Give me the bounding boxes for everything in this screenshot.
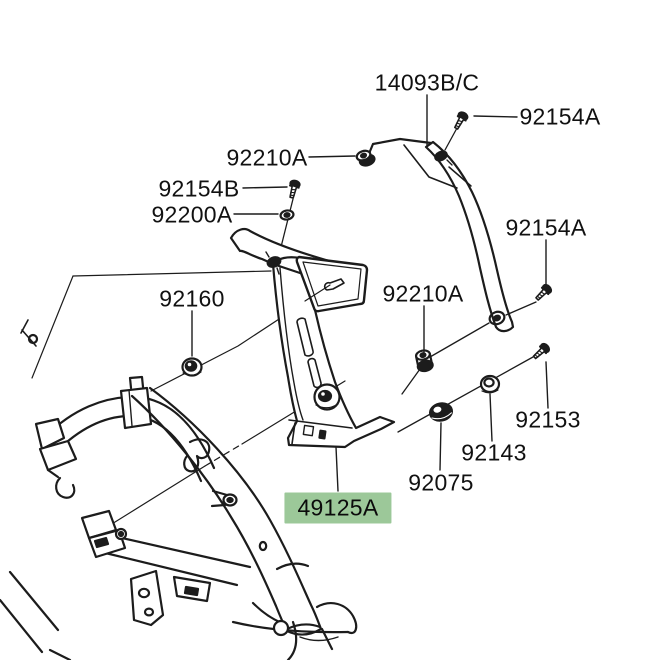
- grommet-92160-icon: [181, 357, 203, 377]
- part-label-92154A-top[interactable]: 92154A: [519, 103, 601, 130]
- screw-92153-icon: [532, 342, 550, 360]
- screw-92154a-top-icon: [454, 111, 469, 130]
- grommet-92210a-mid-icon: [414, 349, 434, 373]
- bracket-49125a-drawing: [229, 227, 396, 449]
- screw-92154a-right-icon: [535, 283, 553, 301]
- part-label-92154A-right[interactable]: 92154A: [505, 214, 587, 241]
- part-label-92154B[interactable]: 92154B: [158, 175, 240, 202]
- part-label-92075[interactable]: 92075: [408, 469, 474, 496]
- nut-92200a-icon: [279, 209, 295, 221]
- frame-drawing: [0, 319, 358, 660]
- part-label-14093BC[interactable]: 14093B/C: [374, 69, 480, 96]
- leader-lines: [191, 94, 549, 492]
- collar-92143-icon: [479, 374, 501, 394]
- part-label-92200A[interactable]: 92200A: [151, 201, 233, 228]
- part-label-92210A-top[interactable]: 92210A: [226, 144, 308, 171]
- part-label-92210A-mid[interactable]: 92210A: [382, 280, 464, 307]
- screw-92154b-icon: [289, 179, 301, 199]
- damper-92075-icon: [428, 402, 454, 422]
- grommet-92210a-top-icon: [355, 149, 376, 167]
- cover-panel-drawing: [366, 137, 515, 333]
- part-label-92153[interactable]: 92153: [515, 406, 581, 433]
- mounting-lines: [401, 127, 537, 395]
- part-label-92143[interactable]: 92143: [461, 439, 527, 466]
- part-label-49125A[interactable]: 49125A: [284, 492, 392, 524]
- part-label-92160[interactable]: 92160: [159, 285, 225, 312]
